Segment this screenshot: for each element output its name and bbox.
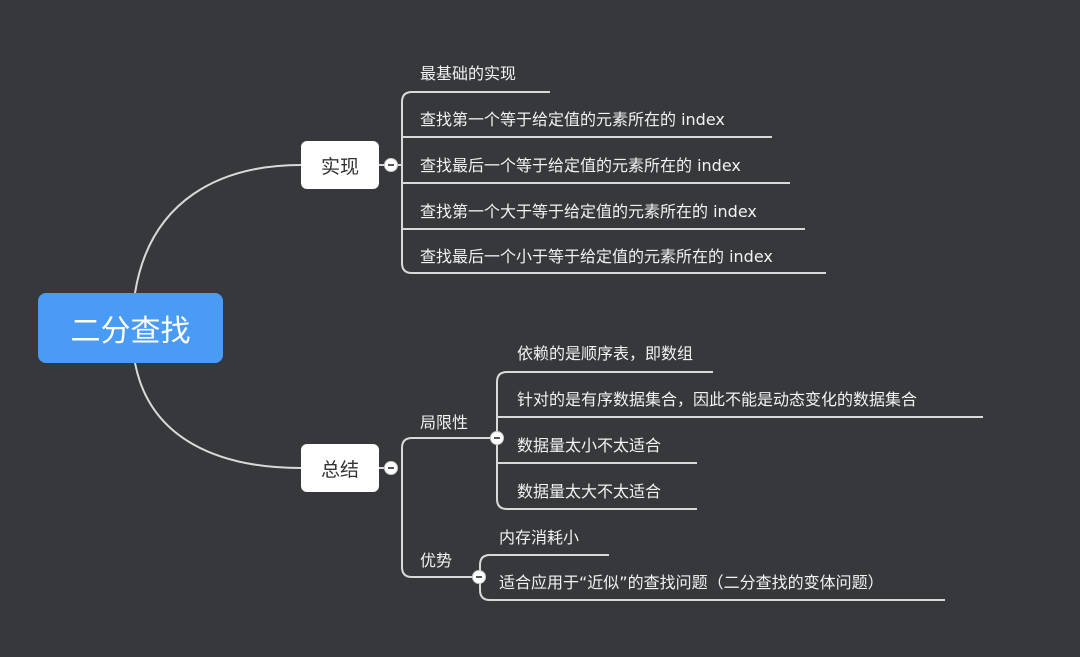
collapse-impl-icon[interactable] — [384, 158, 398, 172]
limitation-item[interactable]: 数据量太小不太适合 — [517, 436, 662, 455]
impl-item[interactable]: 查找最后一个小于等于给定值的元素所在的 index — [420, 247, 773, 266]
collapse-limitation-icon[interactable] — [490, 431, 504, 445]
impl-item[interactable]: 查找第一个等于给定值的元素所在的 index — [420, 110, 725, 129]
impl-item[interactable]: 查找最后一个等于给定值的元素所在的 index — [420, 156, 741, 175]
impl-item[interactable]: 查找第一个大于等于给定值的元素所在的 index — [420, 202, 757, 221]
root-node[interactable]: 二分查找 — [38, 293, 223, 363]
node-impl[interactable]: 实现 — [301, 141, 379, 189]
advantage-item[interactable]: 内存消耗小 — [499, 528, 580, 547]
limitation-item[interactable]: 数据量太大不太适合 — [517, 482, 662, 501]
limitation-item[interactable]: 依赖的是顺序表，即数组 — [517, 344, 694, 363]
collapse-summary-icon[interactable] — [384, 461, 398, 475]
limitation-item[interactable]: 针对的是有序数据集合，因此不能是动态变化的数据集合 — [517, 390, 918, 409]
node-advantage[interactable]: 优势 — [420, 551, 453, 570]
advantage-item[interactable]: 适合应用于“近似”的查找问题（二分查找的变体问题） — [499, 573, 884, 592]
impl-bracket — [401, 91, 826, 274]
summary-bracket — [401, 437, 497, 578]
root-to-impl-connector — [134, 164, 302, 294]
advantage-bracket — [479, 554, 945, 601]
impl-item[interactable]: 最基础的实现 — [420, 64, 517, 83]
collapse-advantage-icon[interactable] — [472, 570, 486, 584]
node-summary[interactable]: 总结 — [301, 444, 379, 492]
root-to-summary-connector — [134, 362, 302, 469]
node-limitation[interactable]: 局限性 — [420, 413, 469, 432]
limitation-bracket — [496, 371, 713, 510]
